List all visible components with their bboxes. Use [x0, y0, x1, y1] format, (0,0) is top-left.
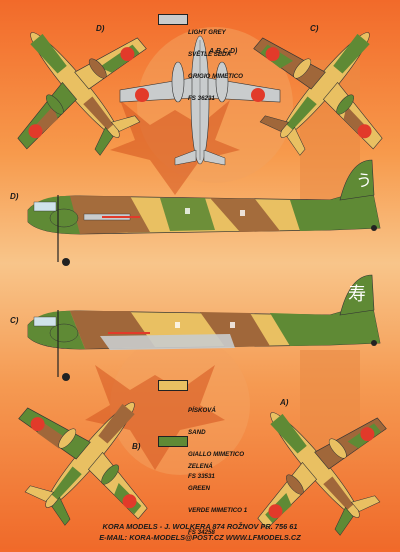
legend-green-line-2: GREEN [188, 485, 211, 493]
view-label-side-top: D) [10, 192, 19, 201]
tail-code-upper: う [356, 171, 372, 190]
view-label-top-right: C) [310, 24, 319, 33]
color-swatch-green [158, 436, 188, 447]
legend-green-line-3: VERDE MIMETICO 1 [188, 507, 248, 515]
legend-light-grey-line-1: LIGHT GREY [188, 28, 226, 36]
plane-top-view-d [17, 32, 147, 156]
view-label-bottom-right: A) [280, 398, 289, 407]
view-label-side-bottom: C) [10, 316, 19, 325]
plane-top-view-a [257, 412, 387, 536]
plane-top-view-c [253, 32, 383, 156]
legend-sand: PÍSKOVÁ SAND GIALLO MIMETICO FS 33531 [188, 392, 244, 496]
legend-light-grey-line-4: FS 36231 [188, 95, 215, 103]
footer-address: KORA MODELS - J. WOLKERA 874 ROŽNOV PR. … [102, 522, 298, 531]
legend-light-grey: LIGHT GREY SVĚTLE ŠEDÁ GRIGIO MIMETICO F… [188, 14, 243, 118]
legend-green-line-4: FS 34258 [188, 529, 215, 537]
footer-contact: E-MAIL: KORA-MODELS@POST.CZ WWW.LFMODELS… [99, 533, 301, 542]
legend-green: ZELENÁ GREEN VERDE MIMETICO 1 FS 34258 [188, 448, 247, 552]
plane-top-view-b [18, 402, 148, 526]
plane-underside-view [119, 35, 281, 166]
color-swatch-light-grey [158, 14, 188, 25]
legend-sand-line-2: SAND [188, 429, 206, 437]
legend-sand-line-3: GIALLO MIMETICO [188, 451, 245, 459]
view-label-bottom-left: B) [132, 442, 141, 451]
legend-sand-line-1: PÍSKOVÁ [188, 406, 216, 414]
view-label-plan-center: A,B,C,D) [209, 48, 238, 55]
legend-light-grey-line-3: GRIGIO MIMETICO [188, 73, 243, 81]
view-label-top-left: D) [96, 24, 105, 33]
legend-sand-line-4: FS 33531 [188, 473, 215, 481]
tail-code-lower: 寿 [348, 284, 366, 305]
eagle-emblem-bottom [85, 365, 225, 470]
plane-side-view-d [27, 159, 381, 266]
plane-side-view-c [27, 274, 381, 381]
legend-green-line-1: ZELENÁ [188, 462, 213, 470]
color-swatch-sand [158, 380, 188, 391]
legend-light-grey-line-2: SVĚTLE ŠEDÁ [188, 51, 231, 59]
